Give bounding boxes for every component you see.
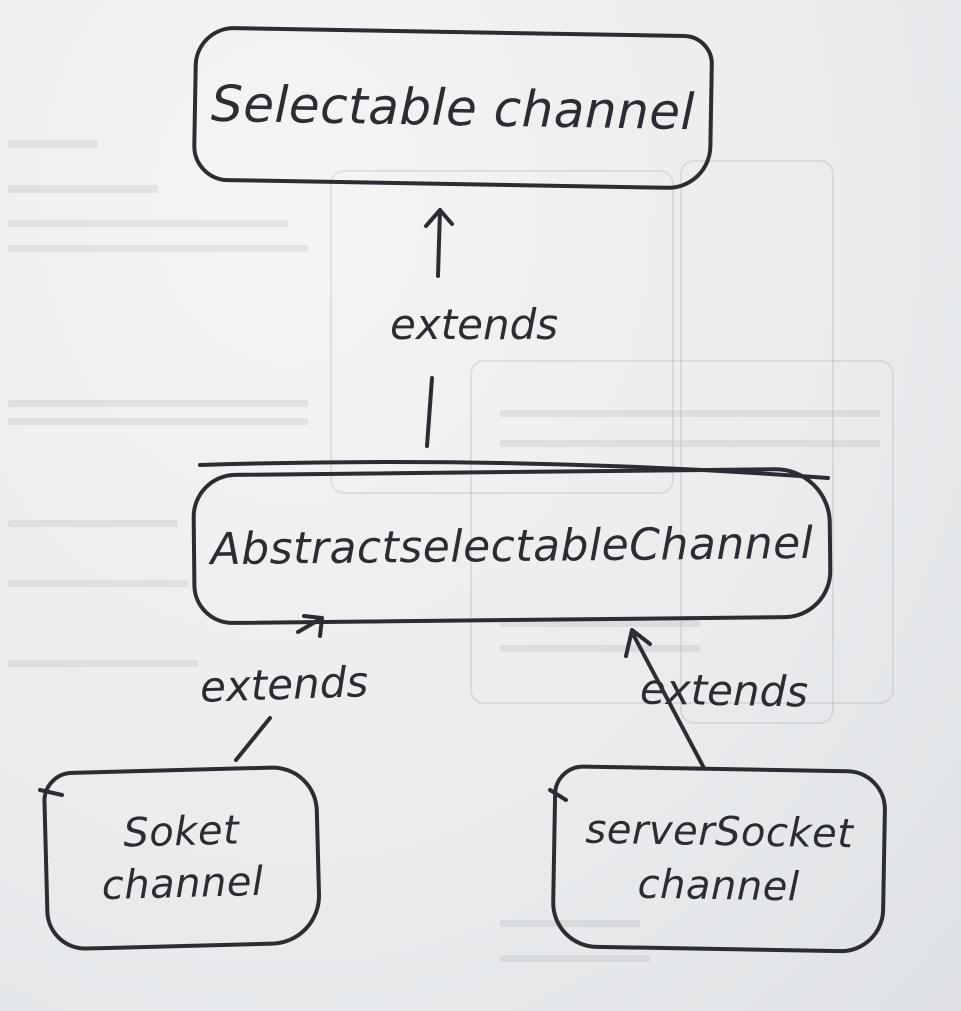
- edge-label-extends: extends: [199, 657, 369, 712]
- top-edge-stroke: [198, 459, 830, 480]
- ghost-print: [8, 660, 198, 667]
- ghost-print: [500, 955, 650, 962]
- arrow-socket-to-abstract-head: [296, 614, 324, 638]
- arrow-abstract-to-selectable-tail: [425, 376, 434, 448]
- ghost-print-box: [470, 360, 894, 704]
- ghost-print: [500, 410, 880, 417]
- arrow-server-to-abstract: [624, 628, 706, 770]
- server-socket-channel-node: serverSocket channel: [550, 764, 888, 954]
- ghost-print: [8, 520, 178, 527]
- ghost-print: [8, 400, 308, 407]
- ghost-print: [500, 620, 700, 627]
- ghost-print: [500, 920, 640, 927]
- edge-label-extends: extends: [639, 664, 809, 717]
- ghost-print: [8, 418, 308, 425]
- server-box-corner-stroke: [548, 788, 568, 802]
- ghost-print: [8, 185, 158, 193]
- edge-label-extends: extends: [390, 300, 559, 349]
- ghost-print: [8, 580, 188, 587]
- socket-channel-node: Soket channel: [41, 764, 323, 952]
- arrow-abstract-to-selectable-head: [424, 208, 454, 278]
- ghost-print-box: [330, 170, 674, 494]
- ghost-print: [8, 140, 98, 148]
- ghost-print: [8, 245, 308, 252]
- selectable-channel-node: Selectable channel: [191, 25, 715, 191]
- ghost-print: [500, 645, 700, 652]
- abstract-selectable-channel-node: AbstractselectableChannel: [191, 466, 833, 626]
- ghost-print-box: [680, 160, 834, 724]
- socket-box-corner-stroke: [38, 788, 64, 797]
- arrow-socket-to-abstract-shaft: [234, 716, 272, 762]
- ghost-print: [500, 440, 880, 447]
- ghost-print: [8, 220, 288, 227]
